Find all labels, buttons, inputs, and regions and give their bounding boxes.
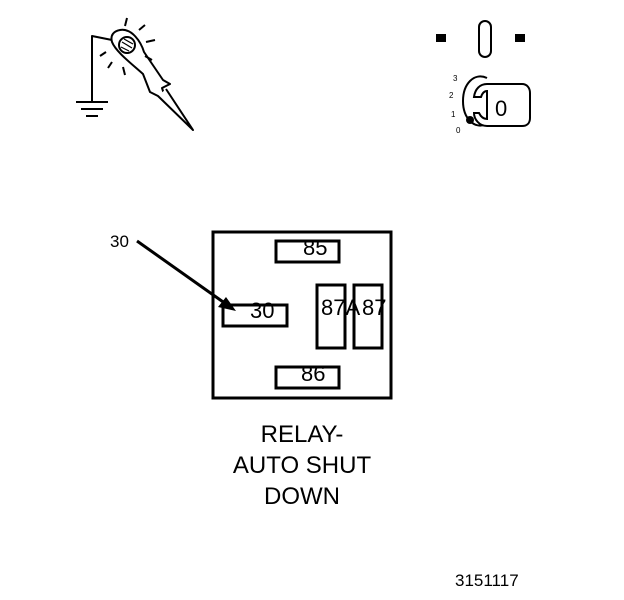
ignition-key-off-icon: 3 2 1 0 0	[436, 20, 531, 135]
relay-body: 85 30 87A 87 86	[211, 230, 393, 400]
position-marker	[466, 116, 474, 124]
caption-line-3: DOWN	[264, 483, 340, 510]
ground-wire	[91, 35, 113, 101]
key-head	[472, 83, 531, 127]
terminal-87a	[315, 283, 347, 350]
terminal-87	[352, 283, 384, 350]
figure-number: 3151117	[455, 571, 519, 590]
terminal-30-label: 30	[250, 298, 274, 323]
key-position-2: 2	[449, 91, 454, 100]
ground-symbol-icon	[76, 101, 108, 117]
key-position-0: 0	[456, 126, 461, 135]
callout-arrow-30	[136, 239, 236, 311]
key-position-1: 1	[451, 110, 456, 119]
terminal-85-label: 85	[303, 235, 327, 260]
key-label: 0	[495, 96, 507, 121]
terminal-30	[221, 303, 289, 328]
light-rays	[99, 17, 156, 76]
indicator-right	[515, 34, 525, 42]
terminal-86-label: 86	[301, 361, 325, 386]
terminal-86	[274, 365, 341, 390]
caption-line-1: RELAY-	[260, 421, 344, 448]
caption-line-2: AUTO SHUT	[232, 452, 372, 479]
terminal-87a-label: 87A	[321, 295, 360, 320]
callout-label-30: 30	[110, 232, 129, 251]
test-light-probe-icon	[76, 17, 194, 131]
terminal-85	[274, 239, 341, 264]
key-slot-indicator	[478, 20, 492, 58]
key-position-3: 3	[453, 74, 458, 83]
indicator-left	[436, 34, 446, 42]
terminal-87-label: 87	[362, 295, 386, 320]
probe-needle	[157, 88, 194, 131]
